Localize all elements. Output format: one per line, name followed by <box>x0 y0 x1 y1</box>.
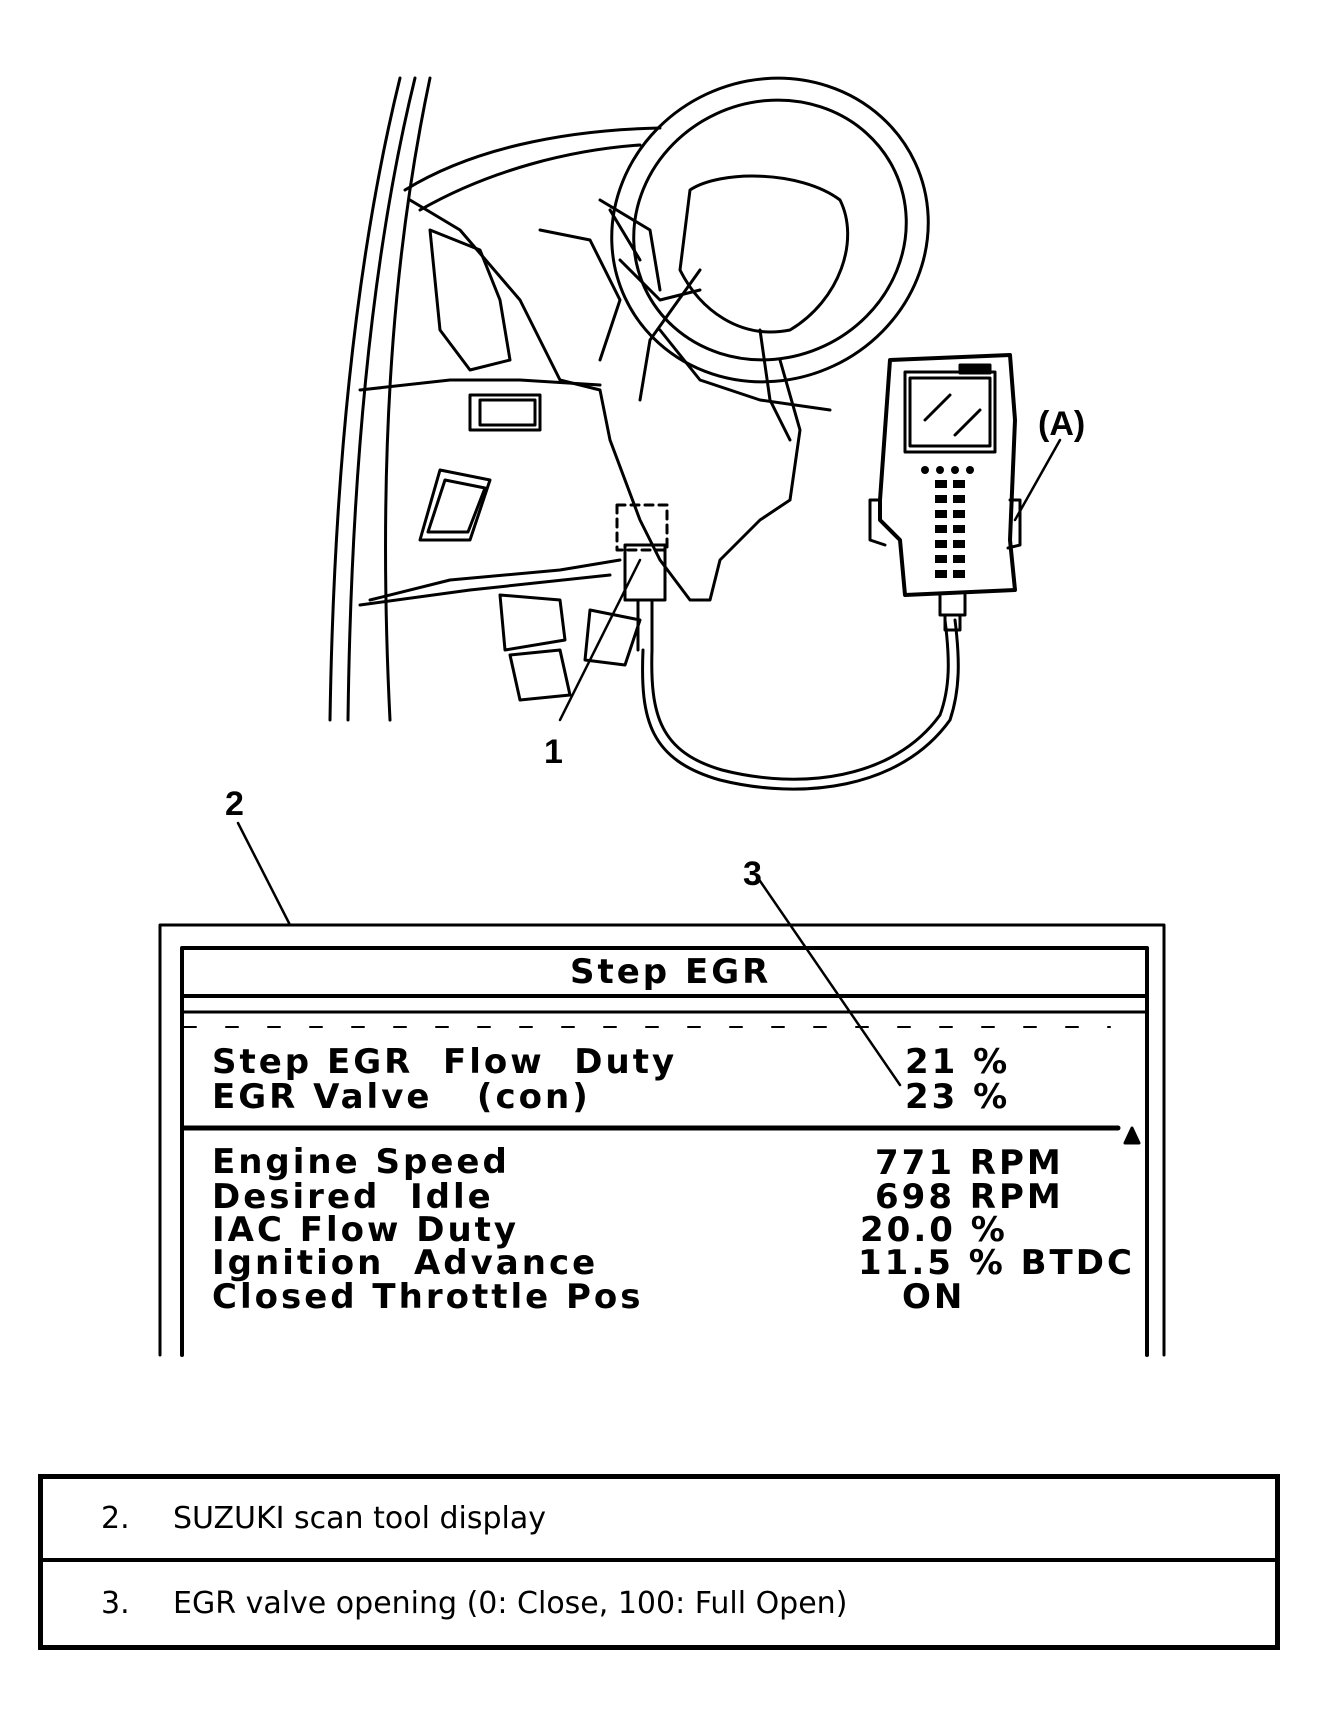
data-row-label: Ignition Advance <box>212 1243 599 1283</box>
data-row-label: IAC Flow Duty <box>212 1210 520 1250</box>
data-row-label: Engine Speed <box>212 1142 510 1182</box>
callout-connector-1: 1 <box>544 733 563 771</box>
data-row-label: Closed Throttle Pos <box>212 1277 644 1317</box>
callout-display-2: 2 <box>225 785 244 823</box>
data-row-value: 11.5 % BTDC <box>858 1243 1135 1283</box>
data-row-value: 698 RPM <box>875 1177 1064 1217</box>
callout-tool-a: (A) <box>1038 405 1086 443</box>
top-row-label: EGR Valve (con) <box>212 1077 591 1117</box>
legend-number: 3. <box>101 1586 130 1621</box>
top-row-label: Step EGR Flow Duty <box>212 1042 678 1082</box>
legend-number: 2. <box>101 1501 130 1536</box>
data-row-label: Desired Idle <box>212 1177 494 1217</box>
legend-row: 2. SUZUKI scan tool display <box>43 1479 1275 1562</box>
data-row-value: 771 RPM <box>875 1143 1064 1183</box>
data-row-value: ON <box>902 1277 966 1317</box>
top-row-value: 21 % <box>905 1042 1011 1082</box>
legend-text: SUZUKI scan tool display <box>173 1501 546 1536</box>
legend-table: 2. SUZUKI scan tool display 3. EGR valve… <box>38 1474 1280 1650</box>
legend-text: EGR valve opening (0: Close, 100: Full O… <box>173 1586 848 1621</box>
legend-row: 3. EGR valve opening (0: Close, 100: Ful… <box>43 1564 1275 1647</box>
screen-title: Step EGR <box>570 952 772 992</box>
data-row-value: 20.0 % <box>860 1210 1008 1250</box>
callout-value-3: 3 <box>743 855 762 893</box>
top-row-value: 23 % <box>905 1077 1011 1117</box>
